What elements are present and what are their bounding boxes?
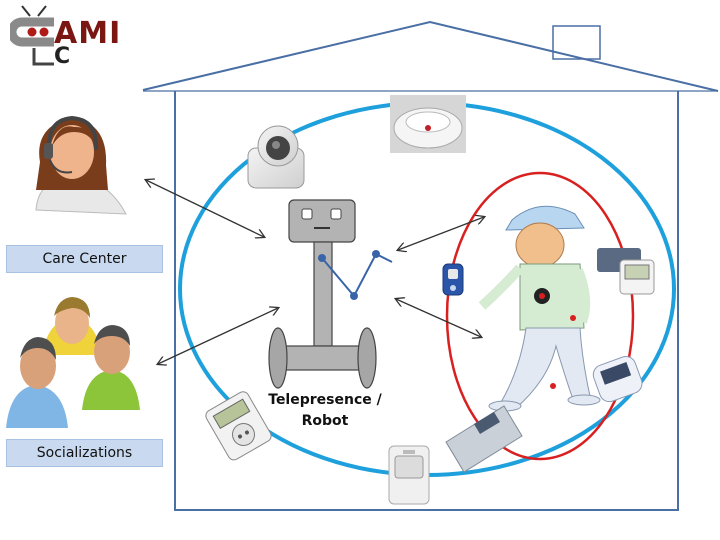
person-back-yellow bbox=[42, 297, 102, 355]
robot-head-logo-icon bbox=[10, 5, 54, 66]
care-center-agent-icon bbox=[35, 115, 127, 215]
panic-button-icon bbox=[442, 263, 464, 296]
timer-plug-icon bbox=[205, 391, 272, 461]
socializations-label: Socializations bbox=[6, 439, 163, 467]
telepresence-robot-icon bbox=[268, 199, 393, 389]
person-left-blue bbox=[6, 337, 68, 428]
elderly-person-icon bbox=[478, 205, 601, 412]
arrow-robot-person-lower bbox=[396, 299, 481, 337]
person-right-green bbox=[82, 325, 140, 410]
glucometer-icon bbox=[592, 355, 643, 403]
arrow-care-center-robot bbox=[146, 180, 264, 237]
robot-label-line1: Telepresence / bbox=[268, 392, 382, 408]
motion-sensor-icon bbox=[388, 445, 430, 505]
logo-sub: C bbox=[54, 44, 71, 69]
socializations-group-icon bbox=[6, 297, 140, 428]
house-outline bbox=[142, 20, 719, 511]
logo-text: AMI bbox=[54, 16, 122, 51]
blood-pressure-monitor-icon bbox=[597, 248, 655, 295]
smoke-detector-icon bbox=[390, 95, 466, 153]
robot-label-line2: Robot bbox=[301, 413, 349, 429]
connection-arrows bbox=[146, 180, 484, 364]
care-center-label: Care Center bbox=[6, 245, 163, 273]
arrow-socializations-robot bbox=[158, 308, 278, 364]
camera-icon bbox=[247, 125, 305, 189]
weight-scale-icon bbox=[445, 405, 523, 473]
arrow-robot-person-upper bbox=[398, 217, 484, 250]
robot-label: Telepresence / Robot bbox=[262, 390, 388, 432]
